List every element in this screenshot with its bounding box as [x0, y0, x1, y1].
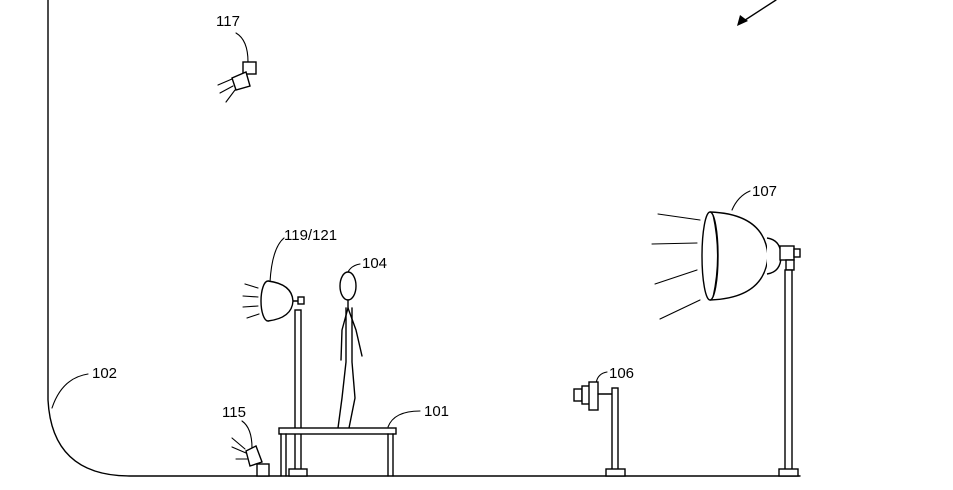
- label-104: 104: [362, 255, 387, 272]
- subject-figure: 104: [337, 255, 387, 429]
- ceiling-light: 117: [216, 13, 257, 103]
- front-light: 119/121: [242, 227, 337, 477]
- label-102: 102: [92, 365, 117, 382]
- label-115: 115: [222, 404, 246, 421]
- label-119-121: 119/121: [284, 227, 337, 244]
- direction-arrow: [737, 0, 777, 26]
- label-117: 117: [216, 13, 240, 30]
- cyclorama-backdrop: [47, 0, 801, 477]
- platform: 101: [278, 403, 449, 477]
- camera: 106: [573, 365, 634, 477]
- label-106: 106: [609, 365, 634, 382]
- large-light: 107: [651, 183, 801, 477]
- label-107: 107: [752, 183, 777, 200]
- label-101: 101: [424, 403, 449, 420]
- label-102-group: 102: [51, 365, 117, 409]
- floor-light: 115: [222, 404, 270, 477]
